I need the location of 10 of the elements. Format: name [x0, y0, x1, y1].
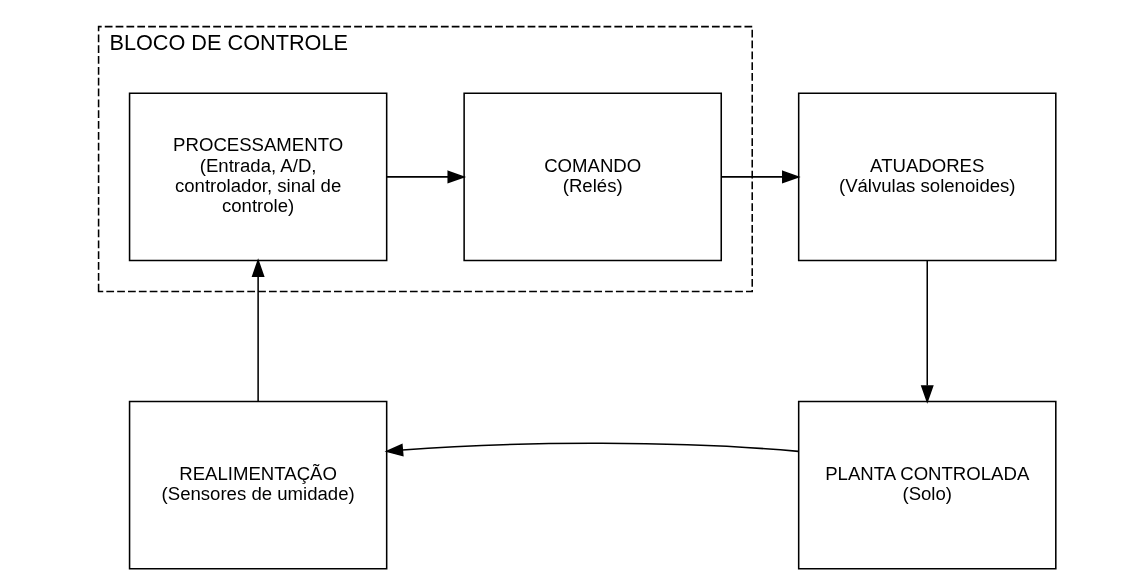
arrow — [251, 258, 265, 403]
arrow — [720, 170, 801, 184]
arrow — [386, 170, 467, 184]
arrow — [384, 442, 800, 457]
node-box: PLANTA CONTROLADA (Solo) — [797, 400, 1057, 570]
node-box: COMANDO (Relés) — [463, 92, 722, 262]
node-box: PROCESSAMENTO (Entrada, A/D, controlador, sinal de controle) — [128, 92, 388, 262]
arrow — [920, 259, 934, 404]
node-box: REALIMENTAÇÃO (Sensores de umidade) — [128, 400, 388, 570]
node-box: ATUADORES (Válvulas solenoides) — [797, 92, 1057, 262]
